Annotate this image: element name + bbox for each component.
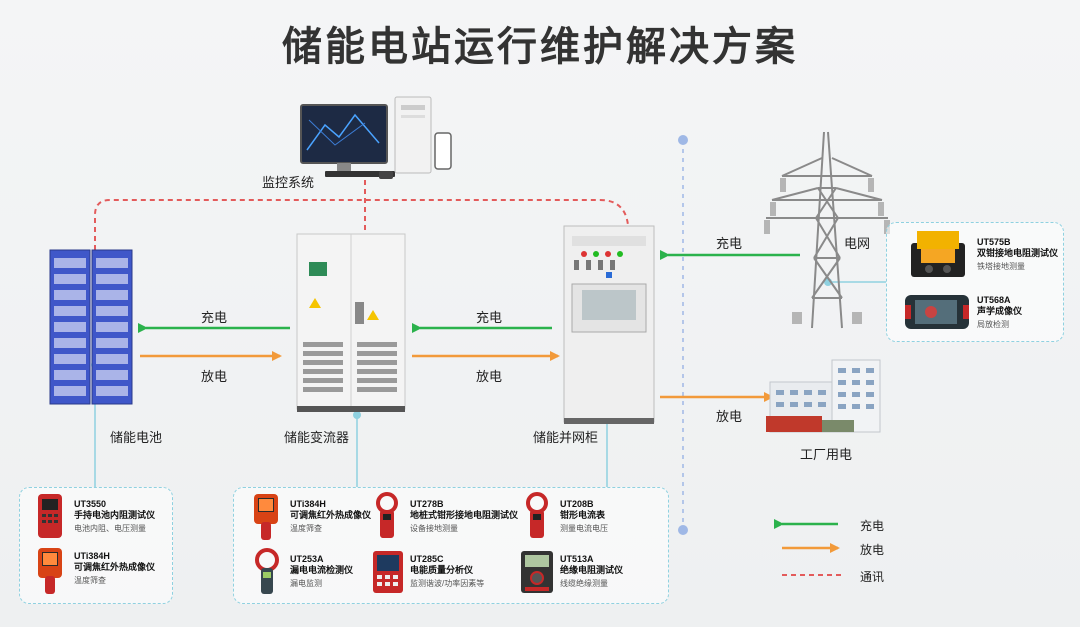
converter-cabinet-icon bbox=[296, 233, 406, 412]
product-item: UT568A 声学成像仪 局放检测 bbox=[977, 295, 1022, 330]
product-model: UT208B bbox=[560, 499, 594, 509]
converter-label: 储能变流器 bbox=[284, 430, 350, 445]
power-analyzer-icon bbox=[373, 551, 403, 593]
flow-label-discharge-2: 放电 bbox=[476, 369, 503, 384]
cabinet-label: 储能并网柜 bbox=[533, 430, 599, 445]
product-desc: 测量电流电压 bbox=[560, 524, 608, 533]
comm-line-main bbox=[94, 199, 629, 250]
battery-label: 储能电池 bbox=[110, 430, 163, 445]
product-box-grid: UT575B 双钳接地电阻测试仪 铁塔接地测量 UT568A 声学成像仪 局放检… bbox=[886, 222, 1064, 342]
product-item: UT513A 绝缘电阻测试仪 线缆绝缘测量 bbox=[560, 554, 623, 589]
product-name: 电能质量分析仪 bbox=[410, 565, 474, 575]
product-model: UT3550 bbox=[74, 499, 107, 509]
thermal-camera-icon bbox=[38, 548, 62, 594]
product-desc: 局放检测 bbox=[977, 320, 1009, 329]
product-model: UT278B bbox=[410, 499, 444, 509]
product-model: UT285C bbox=[410, 554, 444, 564]
product-box-middle: UTi384H 可调焦红外热成像仪 温度筛查 UT278B 地桩式钳形接地电阻测… bbox=[233, 487, 669, 604]
product-item: UT575B 双钳接地电阻测试仪 铁塔接地测量 bbox=[977, 237, 1058, 272]
clamp-meter-icon bbox=[526, 492, 548, 538]
product-item: UT3550 手持电池内阻测试仪 电池内阻、电压测量 bbox=[74, 499, 155, 534]
product-item: UT285C 电能质量分析仪 监测谐波/功率因素等 bbox=[410, 554, 484, 589]
product-desc: 漏电监测 bbox=[290, 579, 322, 588]
legend-comm-label: 通讯 bbox=[860, 570, 885, 584]
product-item: UTi384H 可调焦红外热成像仪 温度筛查 bbox=[290, 499, 371, 534]
insulation-tester-icon bbox=[521, 551, 553, 593]
product-desc: 设备接地测量 bbox=[410, 524, 458, 533]
product-box-battery: UT3550 手持电池内阻测试仪 电池内阻、电压测量 UTi384H 可调焦红外… bbox=[19, 487, 173, 604]
product-model: UT253A bbox=[290, 554, 324, 564]
product-name: 双钳接地电阻测试仪 bbox=[977, 248, 1059, 258]
flow-label-charge-2: 充电 bbox=[476, 310, 503, 325]
grid-label: 电网 bbox=[844, 236, 871, 251]
product-item: UTi384H 可调焦红外热成像仪 温度筛查 bbox=[74, 551, 155, 586]
product-name: 可调焦红外热成像仪 bbox=[290, 510, 372, 520]
battery-tester-icon bbox=[38, 494, 62, 538]
clamp-meter-icon bbox=[376, 492, 398, 538]
product-desc: 温度筛查 bbox=[290, 524, 322, 533]
product-item: UT208B 钳形电流表 测量电流电压 bbox=[560, 499, 608, 534]
page-title: 储能电站运行维护解决方案 bbox=[282, 25, 798, 69]
power-tower-icon bbox=[764, 131, 890, 329]
product-desc: 温度筛查 bbox=[74, 576, 106, 585]
ground-tester-icon bbox=[911, 231, 965, 277]
product-desc: 铁塔接地测量 bbox=[977, 262, 1025, 271]
factory-label: 工厂用电 bbox=[800, 447, 853, 462]
factory-building-icon bbox=[766, 359, 881, 433]
product-model: UT575B bbox=[977, 237, 1011, 247]
flow-label-charge-1: 充电 bbox=[201, 310, 228, 325]
product-desc: 线缆绝缘测量 bbox=[560, 579, 608, 588]
product-desc: 电池内阻、电压测量 bbox=[74, 524, 146, 533]
product-item: UT278B 地桩式钳形接地电阻测试仪 设备接地测量 bbox=[410, 499, 518, 534]
product-name: 漏电电流检测仪 bbox=[290, 565, 354, 575]
computer-icon bbox=[300, 96, 452, 179]
product-name: 绝缘电阻测试仪 bbox=[560, 565, 624, 575]
product-item: UT253A 漏电电流检测仪 漏电监测 bbox=[290, 554, 353, 589]
product-model: UTi384H bbox=[74, 551, 110, 561]
monitor-label: 监控系统 bbox=[262, 175, 315, 190]
leakage-clamp-icon bbox=[255, 548, 279, 594]
legend-charge-label: 充电 bbox=[860, 519, 885, 533]
product-name: 手持电池内阻测试仪 bbox=[74, 510, 156, 520]
product-model: UTi384H bbox=[290, 499, 326, 509]
battery-rack-icon bbox=[49, 249, 133, 405]
product-name: 声学成像仪 bbox=[977, 306, 1023, 316]
grid-cabinet-icon bbox=[563, 225, 655, 424]
product-model: UT568A bbox=[977, 295, 1011, 305]
thermal-camera-icon bbox=[254, 494, 278, 540]
product-name: 钳形电流表 bbox=[560, 510, 606, 520]
product-name: 可调焦红外热成像仪 bbox=[74, 562, 156, 572]
acoustic-imager-icon bbox=[905, 295, 969, 329]
flow-label-discharge-1: 放电 bbox=[201, 369, 228, 384]
product-model: UT513A bbox=[560, 554, 594, 564]
flow-label-discharge-3: 放电 bbox=[716, 409, 743, 424]
product-name: 地桩式钳形接地电阻测试仪 bbox=[410, 510, 519, 520]
legend-discharge-label: 放电 bbox=[860, 543, 885, 557]
product-desc: 监测谐波/功率因素等 bbox=[410, 579, 485, 588]
flow-label-charge-3: 充电 bbox=[716, 236, 743, 251]
